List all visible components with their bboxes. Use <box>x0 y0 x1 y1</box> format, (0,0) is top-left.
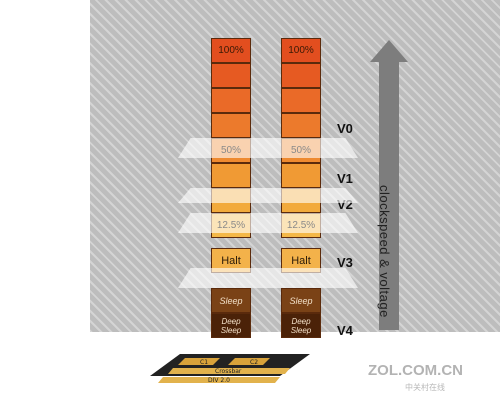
state-sleep: Sleep <box>281 288 321 313</box>
up-arrow-icon <box>370 40 408 62</box>
voltage-label-v0: V0 <box>337 121 353 136</box>
state-deep-sleep: Deep Sleep <box>211 313 251 338</box>
state-level-4 <box>281 113 321 138</box>
state-100-percent: 100% <box>211 38 251 63</box>
state-level-3 <box>211 88 251 113</box>
voltage-plane-v2 <box>178 213 358 233</box>
voltage-plane-v1 <box>178 188 358 203</box>
state-100-percent: 100% <box>281 38 321 63</box>
svg-text:C2: C2 <box>250 359 258 366</box>
arrow-label: clockspeed & voltage <box>377 185 392 318</box>
svg-text:C1: C1 <box>200 359 208 366</box>
processor-chip-illustration: C1 C2 Crossbar DIV 2.0 <box>140 348 320 388</box>
state-level-2 <box>281 63 321 88</box>
state-level-6 <box>281 163 321 188</box>
core-column-left: 100% 50% 12.5% Halt Sleep Deep Sleep <box>211 38 251 338</box>
state-deep-sleep: Deep Sleep <box>281 313 321 338</box>
voltage-label-v4: V4 <box>337 323 353 338</box>
voltage-label-v3: V3 <box>337 255 353 270</box>
state-level-3 <box>281 88 321 113</box>
state-level-4 <box>211 113 251 138</box>
state-level-2 <box>211 63 251 88</box>
voltage-plane-v0 <box>178 138 358 158</box>
voltage-label-v1: V1 <box>337 171 353 186</box>
watermark-subtext: 中关村在线 <box>405 383 445 392</box>
svg-text:Crossbar: Crossbar <box>215 368 242 375</box>
state-level-6 <box>211 163 251 188</box>
watermark-logo: ZOL.COM.CN <box>368 362 463 379</box>
arrow-shaft <box>379 60 399 330</box>
voltage-plane-v3 <box>178 268 358 288</box>
state-sleep: Sleep <box>211 288 251 313</box>
svg-text:DIV 2.0: DIV 2.0 <box>208 377 230 384</box>
chip-icon: C1 C2 Crossbar DIV 2.0 <box>150 354 310 384</box>
